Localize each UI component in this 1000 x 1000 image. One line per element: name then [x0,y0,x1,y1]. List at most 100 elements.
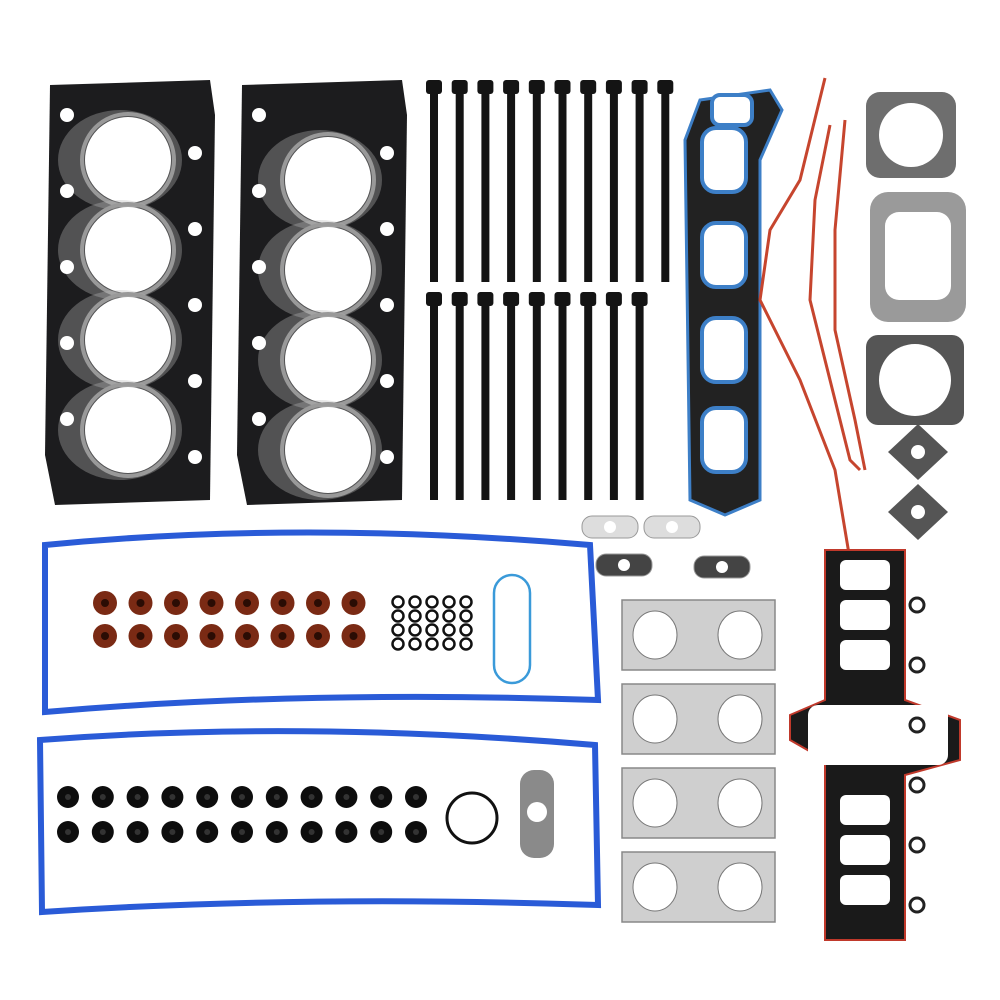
head-bolt [631,80,648,282]
grommet-center [65,794,71,800]
bolt-hole [60,260,74,274]
spark-plug-grommet [265,786,288,808]
valve-cover-gasket [36,728,602,916]
head-bolt [477,292,494,500]
exhaust-port [632,778,678,828]
bolt-hole [188,450,202,464]
head-bolt [631,292,648,500]
head-bolt [426,80,442,282]
throttle-body-gaskets [866,92,966,540]
grommet-center [65,829,71,835]
gasket-opening [604,521,616,533]
bolt-head [451,80,468,94]
small-o-ring [391,609,405,623]
bolt-hole [188,222,202,236]
small-o-ring [425,637,439,651]
small-o-ring [391,637,405,651]
valve-stem-seal [93,591,117,615]
red-wire-seal [758,77,852,621]
seal-center [207,632,216,640]
intake-runner-port [840,640,890,670]
grommet-center [343,794,350,800]
bolt-shank [558,92,567,282]
exhaust-port [717,610,763,660]
spark-plug-grommet [231,821,253,843]
red-wire-seal [808,124,862,472]
bolt-hole [252,184,266,198]
head-bolt [605,292,622,500]
bolt-head [554,292,571,306]
valve-stem-seal [164,591,188,615]
bolt-head [477,80,494,94]
valve-stem-seal [93,624,117,648]
bolt-head [528,80,545,94]
egr-flange-gasket [595,553,653,577]
spark-plug-grommet [370,821,393,843]
bolt-head [631,80,648,94]
spark-plug-grommet [161,821,184,843]
seal-center [349,632,358,640]
gasket-opening [879,344,951,416]
intake-port [700,406,748,474]
bolt-shank [609,304,618,500]
head-bolt [477,80,494,282]
head-bolt [605,80,622,282]
seal-center [207,599,216,607]
bolt-head [605,292,622,306]
valve-stem-seal [235,591,259,615]
head-bolt [554,80,571,282]
spark-plug-grommet [126,786,149,808]
small-o-ring [442,623,456,637]
grommet-center [134,829,141,835]
cylinder-bore [285,407,371,493]
seal-center [172,632,180,640]
bolt-hole [188,374,202,388]
valve-cover-gasket-loop [36,728,602,916]
gasket-opening [885,212,951,300]
bolt-head [426,80,442,94]
bolt-hole [380,374,394,388]
bolt-hole [252,412,266,426]
intake-port [700,316,748,384]
bore-ring [280,402,376,498]
seal-center [101,632,109,640]
plenum-opening [808,705,948,765]
bore-ring [80,382,176,478]
spark-plug-grommet [91,821,114,843]
bolt-shank [635,92,644,282]
exhaust-port [632,610,678,660]
small-o-ring [425,609,439,623]
gasket-opening [879,103,943,167]
spark-plug-grommet [196,786,219,808]
bolt-hole [380,298,394,312]
head-bolt [451,80,468,282]
head-bolt [503,80,520,282]
bolt-head [426,292,442,306]
seal-center [278,599,287,607]
bolt-head [477,292,494,306]
bolt-hole [908,596,926,614]
head-bolt [528,80,545,282]
head-bolt [528,292,545,500]
valve-stem-seal [235,624,259,648]
bolt-hole [252,260,266,274]
gasket-opening [911,505,925,519]
spark-plug-grommet [265,821,288,843]
cylinder-bore [285,137,371,223]
bolt-head [605,80,622,94]
seal-center [349,599,358,607]
seal-center [243,599,251,607]
cylinder-bore [85,297,171,383]
exhaust-port [717,694,763,744]
spark-plug-grommet [231,786,253,808]
small-o-ring [391,623,405,637]
exhaust-manifold-gasket [621,851,776,923]
bolt-shank [635,304,644,500]
head-bolt [580,80,597,282]
oval-o-ring [492,573,532,685]
head-bolt [554,292,571,500]
bolt-head [631,292,648,306]
intake-runner-port [840,600,890,630]
grommet-center [99,794,106,800]
spark-plug-grommet [370,786,393,808]
